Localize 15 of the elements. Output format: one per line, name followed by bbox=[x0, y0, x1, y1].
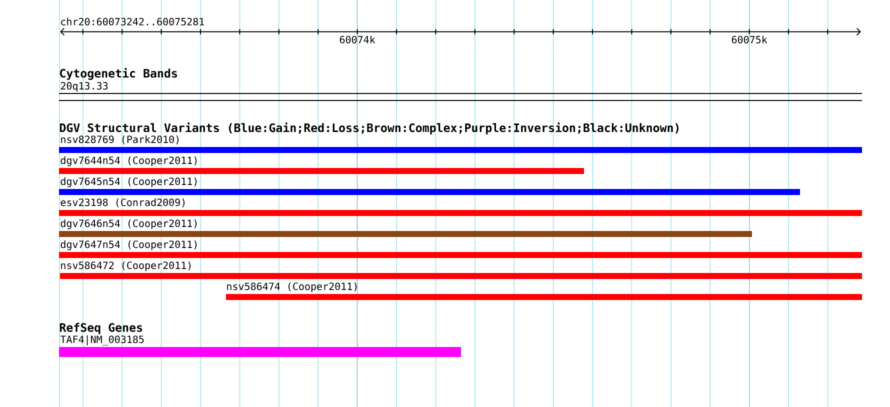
band-label: 20q13.33 bbox=[60, 82, 108, 92]
feature-label: esv23198 (Conrad2009) bbox=[60, 198, 185, 208]
feature-label: nsv828769 (Park2010) bbox=[61, 135, 179, 144]
feature-label: dgv7645n54 (Cooper2011) bbox=[60, 177, 197, 188]
tick-label: 60075k bbox=[732, 36, 768, 44]
track-title: DGV Structural Variants (Blue:Gain;Red:Loss;Brown:Complex;Purple:Inversion;Black:Unknown) bbox=[60, 122, 679, 134]
position-label: chr20:60073242..60075281 bbox=[61, 18, 204, 26]
feature-label: dgv7644n54 (Cooper2011) bbox=[60, 156, 197, 166]
feature-label: dgv7647n54 (Cooper2011) bbox=[60, 240, 197, 250]
tick-label: 60074k bbox=[340, 36, 376, 44]
feature-label: dgv7646n54 (Cooper2011) bbox=[60, 219, 197, 230]
track-title: RefSeq Genes bbox=[60, 322, 142, 334]
feature-label: nsv586472 (Cooper2011) bbox=[61, 261, 191, 272]
feature-label: nsv586474 (Cooper2011) bbox=[227, 282, 357, 292]
feature-label: TAF4|NM_003185 bbox=[60, 335, 144, 346]
